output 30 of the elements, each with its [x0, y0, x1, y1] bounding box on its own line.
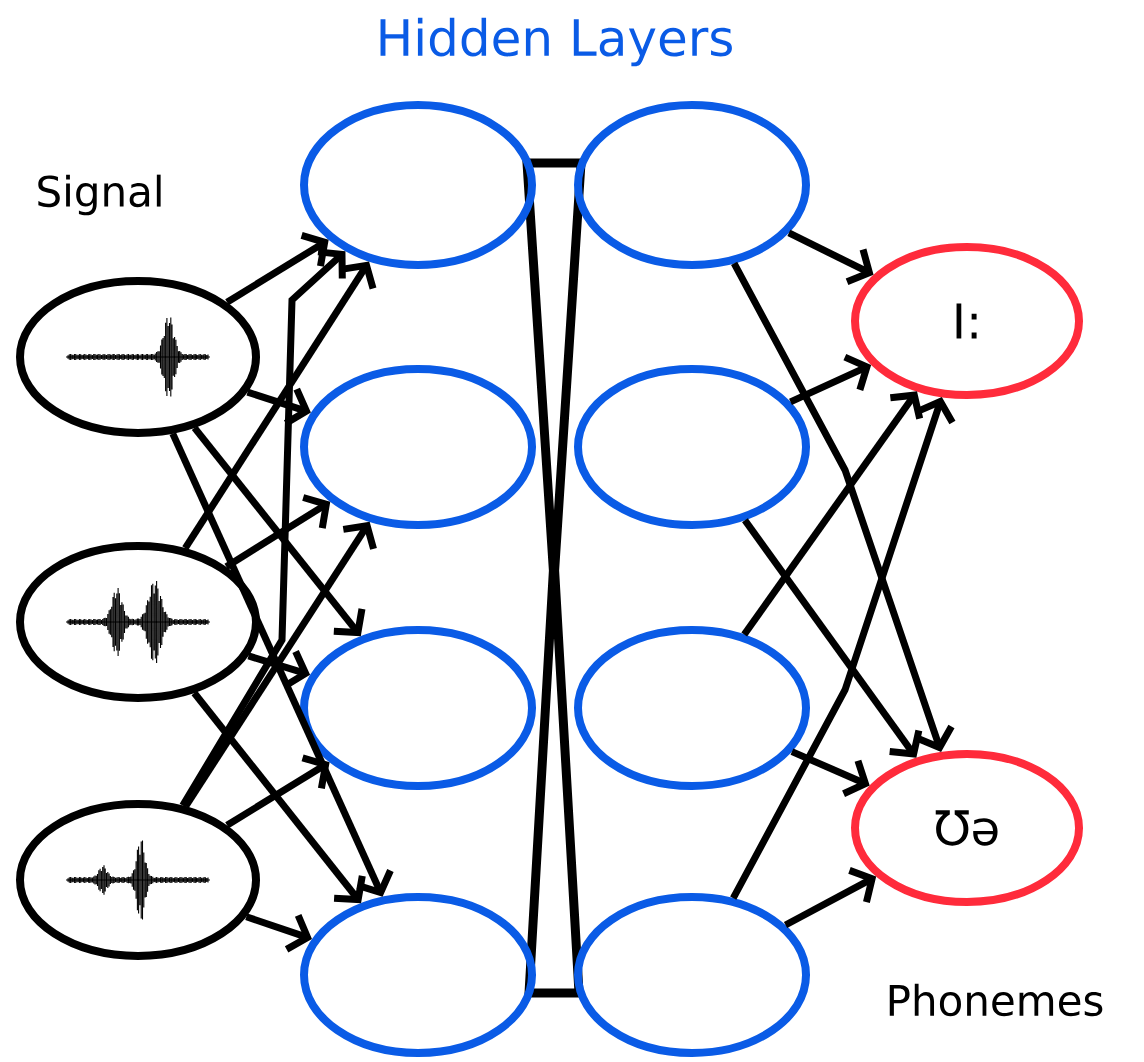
heading: Hidden Layers: [380, 17, 732, 67]
arrow: [225, 754, 330, 829]
signal-ellipse: [16, 277, 260, 437]
neuron-ellipse: [300, 626, 536, 790]
arrow: [191, 690, 366, 904]
signal-ellipse: [16, 542, 260, 702]
arrow: [224, 494, 331, 570]
label: Signal: [38, 174, 161, 216]
arrow: [731, 261, 955, 752]
arrow: [790, 748, 870, 797]
arrow: [179, 248, 346, 808]
arrow: [225, 232, 329, 306]
arrow: [182, 261, 377, 551]
arrow: [783, 867, 877, 929]
arrow: [742, 518, 923, 758]
arrow: [191, 425, 366, 637]
neuron-ellipse: [300, 365, 536, 529]
arrow: [741, 391, 924, 637]
label: Phonemes: [889, 983, 1103, 1017]
neuron-ellipse: [574, 893, 810, 1057]
arrow: [787, 229, 874, 285]
signal-ellipse: [16, 800, 260, 960]
neuron-ellipse: [574, 626, 810, 790]
arrow: [169, 432, 394, 897]
neuron-ellipse: [300, 101, 536, 269]
neuron-ellipse: [300, 893, 536, 1057]
arrow: [789, 353, 872, 406]
neuron-ellipse: [574, 365, 810, 529]
arrow: [730, 397, 956, 900]
neuron-ellipse: [574, 101, 810, 269]
